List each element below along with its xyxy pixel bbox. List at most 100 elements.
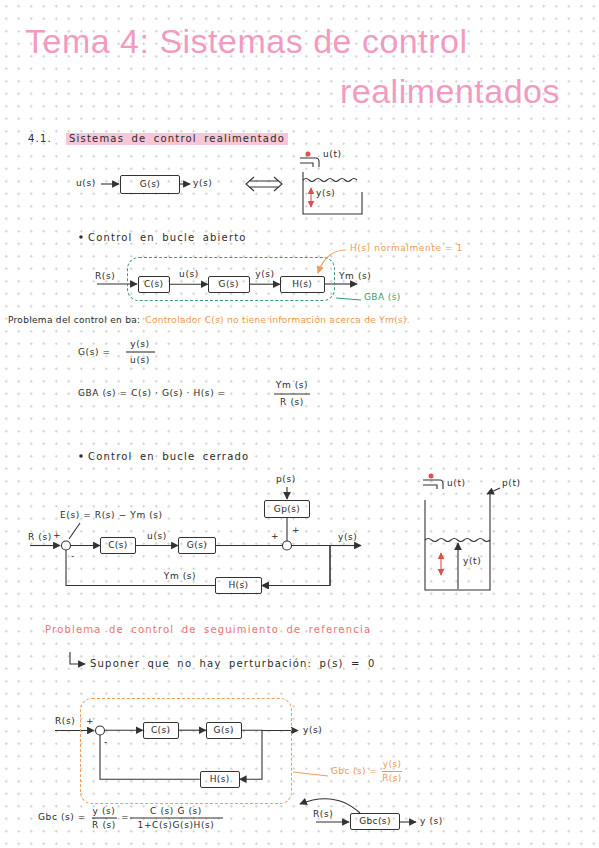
block-box: Gbc(s) (350, 813, 400, 830)
block-box: H(s) (215, 577, 262, 594)
hook-arrow (70, 652, 85, 664)
text-label: u(t) (323, 149, 342, 160)
fraction-denominator: R(s) (382, 773, 402, 784)
text-label: Sistemas de control realimentado (66, 133, 288, 145)
text-label: Ym (s) (276, 380, 308, 391)
signal-wire (316, 821, 349, 822)
edge-label: Ym (s) (164, 571, 196, 582)
signal-wire (97, 283, 137, 284)
signal-connector (136, 545, 178, 546)
block-label: G(s) (219, 279, 239, 290)
water-level (303, 179, 357, 182)
block-box: Gp(s) (264, 500, 310, 518)
block-label: C(s) (144, 279, 164, 290)
block-box: H(s) (280, 276, 325, 293)
text-label: + (86, 716, 94, 727)
text-label: + (292, 525, 300, 536)
text-label: Suponer que no hay perturbación: p(s) = … (90, 658, 376, 670)
level-arrow (310, 188, 311, 207)
text-label: Problema de control de seguimiento de re… (45, 624, 371, 636)
block-box: C(s) (138, 276, 170, 293)
disturbance-inlet (487, 488, 500, 494)
block-label: C(s) (108, 540, 128, 551)
text-label: u(s) (130, 355, 150, 366)
block-box: G(s) (178, 537, 216, 554)
equivalence-symbol (246, 177, 282, 191)
block-label: G(s) (187, 540, 207, 551)
text-label: y(s) (303, 725, 322, 736)
text-label: H(s) normalmente = 1 (350, 243, 463, 254)
text-label: y(s) (316, 188, 335, 199)
tap-handle (306, 152, 311, 157)
block-label: H(s) (292, 279, 312, 290)
text-label: Control en bucle abierto (88, 232, 247, 244)
signal-wire (55, 730, 94, 731)
block-label: H(s) (228, 580, 248, 591)
level-arrow (440, 553, 441, 575)
block-box: G(s) (120, 175, 180, 194)
note-row: Problema del control en ba: Controlador C… (8, 315, 410, 326)
text-label: = (121, 812, 129, 823)
note-text: Problema del control en ba: (8, 315, 140, 326)
text-label: C (s) G (s) (150, 806, 202, 817)
block-label: C(s) (151, 725, 171, 736)
leader-line (293, 772, 328, 776)
signal-connector (240, 730, 262, 779)
text-label: R (s) (280, 397, 304, 408)
fraction-numerator: y(s) (383, 759, 402, 770)
edge-label: y(s) (255, 269, 274, 280)
signal-wire (330, 545, 361, 546)
text-label: Control en bucle cerrado (88, 451, 249, 463)
region-label: GBA (s) (364, 292, 401, 303)
dashed-region: GBA (s)C(s)G(s)H(s) (127, 257, 335, 301)
text-label: R(s) (95, 271, 115, 282)
text-label: Gbc (s) = (38, 812, 86, 823)
text-label: - (104, 737, 108, 748)
tap (300, 158, 319, 167)
edge-label: u(s) (179, 269, 199, 280)
text-label: y(s) (338, 532, 357, 543)
region-label: Gbc (s) = y(s) R(s) (331, 759, 402, 784)
note-text: Controlador C(s) no tiene información ac… (145, 315, 410, 326)
summing-junction (62, 541, 71, 550)
region-label: Gbc (s) = (331, 766, 377, 777)
text-label: R (s) (92, 820, 116, 831)
fraction-bar (274, 393, 310, 394)
summing-junction (96, 726, 105, 735)
text-label: y(s) (130, 339, 149, 350)
text-label: GBA (s) = C(s) · G(s) · H(s) = (78, 388, 226, 399)
signal-wire (30, 545, 60, 546)
leader-line (336, 298, 361, 300)
leader-line (69, 523, 80, 539)
signal-connector (250, 284, 280, 285)
text-label: + (53, 530, 61, 541)
fraction-bar (92, 817, 117, 818)
bullet (79, 235, 83, 239)
block-box: G(s) (208, 276, 250, 293)
block-box: C(s) (100, 537, 136, 554)
block-label: G(s) (214, 725, 234, 736)
text-label: R(s) (55, 716, 75, 727)
text-label: y(t) (463, 556, 481, 567)
tap-handle (429, 474, 434, 479)
text-label: p(t) (502, 478, 521, 489)
region-label: GBA (s) (364, 292, 401, 303)
block-box: C(s) (143, 722, 179, 739)
block-label: H(s) (210, 774, 230, 785)
text-label: y (s) (93, 806, 116, 817)
block-box: G(s) (206, 722, 242, 739)
text-label: R(s) (313, 809, 333, 820)
block-box: H(s) (200, 771, 240, 788)
note-arrow (318, 250, 346, 273)
text-label: R (s) (28, 532, 52, 543)
signal-wire (180, 183, 190, 184)
text-label: 1+C(s)G(s)H(s) (138, 820, 215, 831)
edge-label: u(s) (147, 531, 167, 542)
signal-wire (400, 821, 416, 822)
tank-wall (303, 172, 362, 214)
dashed-region: Gbc (s) =y(s)R(s)C(s)G(s)H(s) (80, 698, 292, 804)
summing-junction (283, 541, 292, 550)
text-label: y (s) (420, 816, 443, 827)
level-arrow (457, 543, 458, 589)
page-title: Tema 4: Sistemas de control realimentado… (25, 16, 560, 116)
